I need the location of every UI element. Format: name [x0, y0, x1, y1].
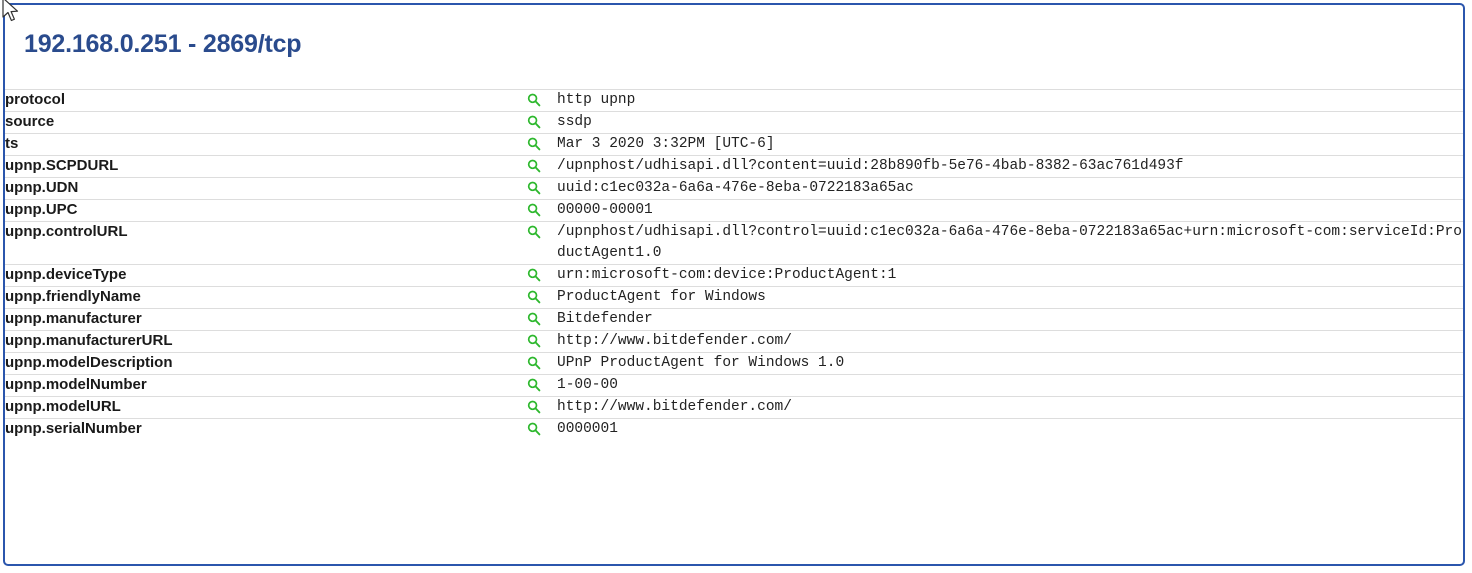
- search-icon[interactable]: [527, 137, 541, 151]
- table-row: protocol http upnp: [5, 89, 1463, 112]
- property-value-text: /upnphost/udhisapi.dll?content=uuid:28b8…: [557, 158, 1184, 174]
- page-title: 192.168.0.251 - 2869/tcp: [24, 30, 302, 58]
- table-row: upnp.controlURL/upnphost/udhisapi.dll?co…: [5, 221, 1463, 265]
- property-value-cell: urn:microsoft-com:device:ProductAgent:1: [526, 265, 1463, 287]
- property-value-wrap: 00000-00001: [526, 200, 1463, 221]
- property-value-text: uuid:c1ec032a-6a6a-476e-8eba-0722183a65a…: [557, 180, 914, 196]
- table-row: ts Mar 3 2020 3:32PM [UTC-6]: [5, 133, 1463, 156]
- property-key: upnp.modelNumber: [5, 376, 147, 393]
- search-icon[interactable]: [527, 334, 541, 348]
- search-icon[interactable]: [527, 115, 541, 129]
- properties-table-body: protocol http upnp source ssdp ts Mar 3 2020 …: [5, 89, 1463, 441]
- property-key: upnp.SCPDURL: [5, 157, 119, 174]
- property-value-wrap: 0000001: [526, 419, 1463, 440]
- property-value-cell: http upnp: [526, 90, 1463, 112]
- property-value-wrap: http://www.bitdefender.com/: [526, 331, 1463, 352]
- property-key: upnp.friendlyName: [5, 288, 141, 305]
- table-row: upnp.serialNumber 0000001: [5, 418, 1463, 441]
- property-key: upnp.controlURL: [5, 223, 128, 240]
- property-key: upnp.manufacturer: [5, 310, 142, 327]
- search-icon[interactable]: [527, 290, 541, 304]
- table-row: upnp.modelNumber 1-00-00: [5, 374, 1463, 397]
- property-value-cell: 0000001: [526, 419, 1463, 441]
- property-value-cell: http://www.bitdefender.com/: [526, 397, 1463, 419]
- property-value-text: ssdp: [557, 114, 592, 130]
- table-row: upnp.SCPDURL/upnphost/udhisapi.dll?conte…: [5, 155, 1463, 178]
- search-icon[interactable]: [527, 268, 541, 282]
- property-key: upnp.modelDescription: [5, 354, 173, 371]
- property-value-cell: UPnP ProductAgent for Windows 1.0: [526, 353, 1463, 375]
- property-key: ts: [5, 135, 19, 152]
- search-icon[interactable]: [527, 203, 541, 217]
- property-value-cell: uuid:c1ec032a-6a6a-476e-8eba-0722183a65a…: [526, 178, 1463, 200]
- property-value-wrap: /upnphost/udhisapi.dll?control=uuid:c1ec…: [526, 222, 1463, 264]
- table-row: upnp.UPC 00000-00001: [5, 199, 1463, 222]
- property-value-text: urn:microsoft-com:device:ProductAgent:1: [557, 267, 897, 283]
- search-icon[interactable]: [527, 356, 541, 370]
- property-value-text: http://www.bitdefender.com/: [557, 399, 792, 415]
- property-value-wrap: Bitdefender: [526, 309, 1463, 330]
- property-key: upnp.UPC: [5, 201, 78, 218]
- property-value-text: 00000-00001: [557, 202, 653, 218]
- property-value-wrap: ssdp: [526, 112, 1463, 133]
- table-row: upnp.modelURL http://www.bitdefender.com/: [5, 396, 1463, 419]
- property-value-text: ProductAgent for Windows: [557, 289, 766, 305]
- table-row: upnp.manufacturerURL http://www.bitdefend…: [5, 330, 1463, 353]
- property-value-wrap: ProductAgent for Windows: [526, 287, 1463, 308]
- search-icon[interactable]: [527, 225, 541, 239]
- property-value-cell: /upnphost/udhisapi.dll?control=uuid:c1ec…: [526, 222, 1463, 265]
- property-key: upnp.manufacturerURL: [5, 332, 173, 349]
- property-value-wrap: UPnP ProductAgent for Windows 1.0: [526, 353, 1463, 374]
- properties-table: protocol http upnp source ssdp ts Mar 3 2020 …: [5, 89, 1463, 440]
- property-value-wrap: urn:microsoft-com:device:ProductAgent:1: [526, 265, 1463, 286]
- property-value-wrap: /upnphost/udhisapi.dll?content=uuid:28b8…: [526, 156, 1463, 177]
- property-value-cell: 1-00-00: [526, 375, 1463, 397]
- property-value-text: 0000001: [557, 421, 618, 437]
- property-value-text: http://www.bitdefender.com/: [557, 333, 792, 349]
- property-key: source: [5, 113, 55, 130]
- table-row: upnp.UDN uuid:c1ec032a-6a6a-476e-8eba-072…: [5, 177, 1463, 200]
- property-key: upnp.serialNumber: [5, 420, 142, 437]
- property-key: upnp.modelURL: [5, 398, 121, 415]
- property-value-text: 1-00-00: [557, 377, 618, 393]
- search-icon[interactable]: [527, 400, 541, 414]
- property-value-wrap: 1-00-00: [526, 375, 1463, 396]
- property-value-cell: Bitdefender: [526, 309, 1463, 331]
- detail-panel: 192.168.0.251 - 2869/tcp protocol http up…: [3, 3, 1465, 566]
- property-key: upnp.UDN: [5, 179, 79, 196]
- table-row: source ssdp: [5, 111, 1463, 134]
- table-row: upnp.manufacturer Bitdefender: [5, 308, 1463, 331]
- property-value-text: http upnp: [557, 92, 636, 108]
- property-value-cell: ProductAgent for Windows: [526, 287, 1463, 309]
- property-value-text: Mar 3 2020 3:32PM [UTC-6]: [557, 136, 775, 152]
- table-row: upnp.modelDescription UPnP ProductAgent f…: [5, 352, 1463, 375]
- property-value-cell: ssdp: [526, 112, 1463, 134]
- search-icon[interactable]: [527, 159, 541, 173]
- property-value-text: Bitdefender: [557, 311, 653, 327]
- property-value-text: UPnP ProductAgent for Windows 1.0: [557, 355, 845, 371]
- search-icon[interactable]: [527, 93, 541, 107]
- property-value-wrap: http://www.bitdefender.com/: [526, 397, 1463, 418]
- property-value-cell: /upnphost/udhisapi.dll?content=uuid:28b8…: [526, 156, 1463, 178]
- search-icon[interactable]: [527, 312, 541, 326]
- search-icon[interactable]: [527, 181, 541, 195]
- property-value-cell: http://www.bitdefender.com/: [526, 331, 1463, 353]
- table-row: upnp.friendlyName ProductAgent for Window…: [5, 286, 1463, 309]
- search-icon[interactable]: [527, 378, 541, 392]
- property-key: upnp.deviceType: [5, 266, 127, 283]
- search-icon[interactable]: [527, 422, 541, 436]
- property-value-text: /upnphost/udhisapi.dll?control=uuid:c1ec…: [557, 224, 1462, 261]
- property-value-wrap: uuid:c1ec032a-6a6a-476e-8eba-0722183a65a…: [526, 178, 1463, 199]
- property-value-cell: Mar 3 2020 3:32PM [UTC-6]: [526, 134, 1463, 156]
- property-value-wrap: http upnp: [526, 90, 1463, 111]
- property-value-wrap: Mar 3 2020 3:32PM [UTC-6]: [526, 134, 1463, 155]
- property-key: protocol: [5, 91, 65, 108]
- property-value-cell: 00000-00001: [526, 200, 1463, 222]
- table-row: upnp.deviceType urn:microsoft-com:device:…: [5, 264, 1463, 287]
